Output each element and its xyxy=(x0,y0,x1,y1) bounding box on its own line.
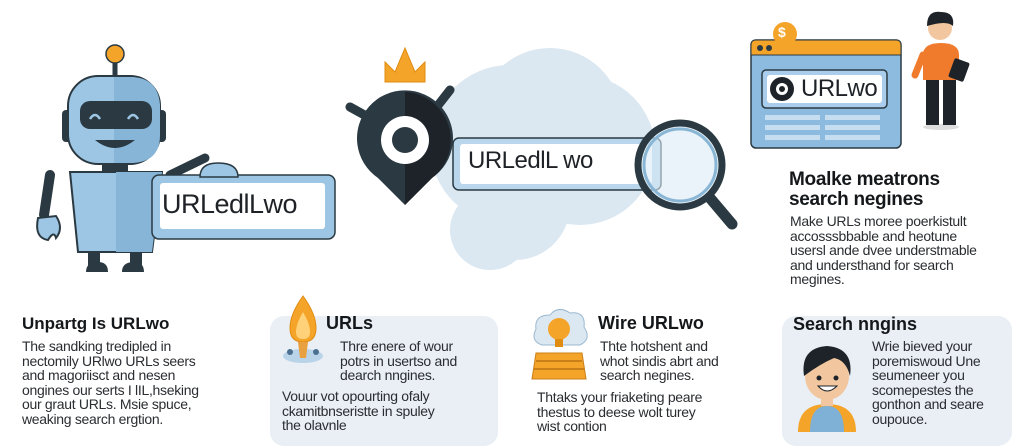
body-line: whot sindis abrt and xyxy=(600,352,719,369)
section-3-body-2: Thtaks your friaketing peare thestus to … xyxy=(537,390,702,434)
coin-symbol: $ xyxy=(778,24,786,40)
body-line: ckamitbnseristte in spuley xyxy=(282,402,435,419)
location-pin-icon xyxy=(345,85,455,205)
section-4-heading: Search nngins xyxy=(793,314,918,334)
heading-line: search negines xyxy=(789,189,924,210)
body-line: seumeneer you xyxy=(872,367,965,384)
body-line: Thte hotshent and xyxy=(600,338,708,354)
body-line: the olavnle xyxy=(282,417,347,434)
body-line: search negines. xyxy=(600,367,695,384)
section-3-body: Thte hotshent and whot sindis abrt and s… xyxy=(600,339,719,383)
body-line: gonthon and seare xyxy=(872,396,984,413)
body-line: poremiswoud Une xyxy=(872,352,981,369)
robot-sign-text: URLedlLwo xyxy=(162,189,298,219)
section-2-heading: URLs xyxy=(326,313,374,333)
section-1-body: The sandking tredipled in nectomily URlw… xyxy=(22,339,199,427)
flame-icon xyxy=(283,295,323,363)
body-line: The sandking tredipled in xyxy=(22,338,171,354)
lightbulb-icon xyxy=(531,309,588,380)
body-line: and understhand for search xyxy=(790,256,954,273)
body-line: Make URLs moree poerkistult xyxy=(790,213,967,229)
top-right-body: Make URLs moree poerkistult accosssbbabl… xyxy=(790,214,977,287)
section-2-body: Thre enere of wour potrs in usertso and … xyxy=(340,339,457,383)
body-line: accosssbbable and heotune xyxy=(790,227,957,244)
body-line: dearch nngines. xyxy=(340,367,436,384)
body-line: nectomily URlwo URLs seers xyxy=(22,352,196,369)
section-2-body-2: Vouur vot opourting ofaly ckamitbnserist… xyxy=(282,389,435,433)
search-illustration xyxy=(345,46,738,270)
body-line: our graut URLs. Msie spuce, xyxy=(22,396,192,413)
person-with-tablet-icon xyxy=(911,11,970,130)
body-line: Thre enere of wour xyxy=(340,338,453,354)
body-line: oupouce. xyxy=(872,410,928,427)
browser-illustration xyxy=(750,11,970,149)
section-3-heading: Wire URLwo xyxy=(598,313,704,333)
body-line: ongines our serts I lIL,hseking xyxy=(22,381,199,398)
coin-icon xyxy=(773,22,797,46)
body-line: Wrie bieved your xyxy=(872,338,972,354)
magnifier-icon xyxy=(634,119,738,230)
robot-icon xyxy=(36,44,210,272)
section-4-body: Wrie bieved your poremiswoud Une seumene… xyxy=(872,339,984,427)
body-line: Vouur vot opourting ofaly xyxy=(282,388,430,404)
search-box-text: URLedlL wo xyxy=(468,147,593,174)
section-1-heading: Unpartg Is URLwo xyxy=(22,314,170,333)
person-avatar-icon xyxy=(798,346,856,432)
top-right-heading: Moalke meatrons search negines xyxy=(789,170,940,210)
body-line: potrs in usertso and xyxy=(340,352,457,369)
browser-url-text: URLwo xyxy=(801,75,878,102)
body-line: scomepestes the xyxy=(872,381,974,398)
robot-illustration xyxy=(36,44,336,272)
body-line: Thtaks your friaketing peare xyxy=(537,389,703,405)
body-line: megines. xyxy=(790,271,845,288)
body-line: thestus to deese wolt turey xyxy=(537,403,696,420)
body-line: and magoriisct and nesen xyxy=(22,367,176,384)
crown-icon xyxy=(384,46,426,83)
url-sign-icon xyxy=(151,162,336,240)
body-line: usersl ande dvee understmable xyxy=(790,242,977,259)
body-line: wist contion xyxy=(537,418,607,435)
heading-line: Moalke meatrons xyxy=(789,169,940,190)
body-line: weaking search ergtion. xyxy=(22,410,163,427)
